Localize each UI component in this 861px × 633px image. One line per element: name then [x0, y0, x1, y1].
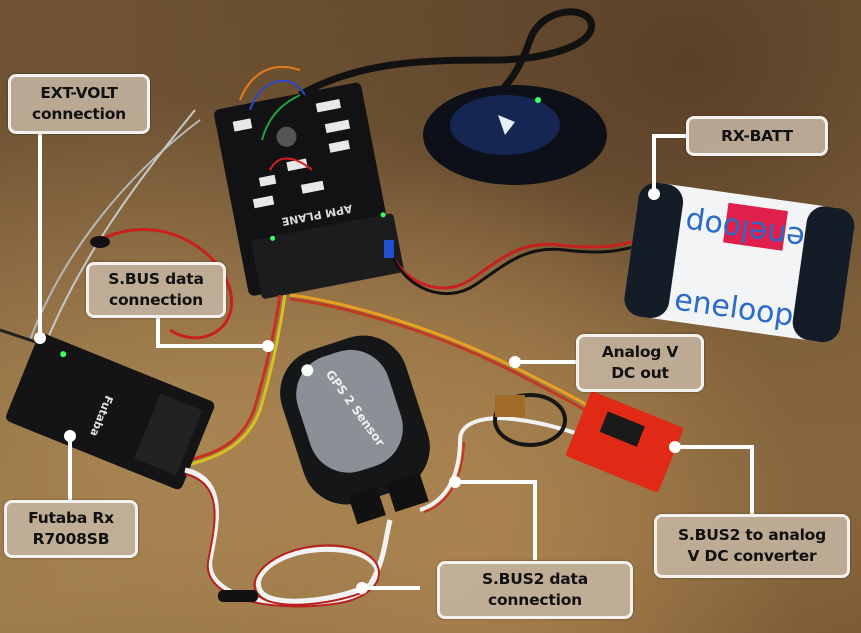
battery-connector	[384, 240, 394, 258]
callout-line: connection	[108, 291, 203, 309]
anchor-dot-sbus-data	[262, 340, 274, 352]
callout-line: EXT-VOLT	[40, 84, 118, 102]
gps2-sensor: GPS 2 Sensor	[280, 335, 430, 525]
anchor-dot-sbus2-loop	[356, 582, 368, 594]
anchor-dot-rx-batt	[648, 188, 660, 200]
callout-sbus2-converter: S.BUS2 to analog V DC converter	[654, 514, 850, 578]
converter-board	[566, 391, 684, 493]
ext-volt-plug	[90, 236, 110, 248]
sbus2-loop-cable	[184, 473, 380, 608]
anchor-dot-sbus2-data	[449, 476, 461, 488]
fc-wire	[261, 94, 301, 141]
anchor-dot-converter	[669, 441, 681, 453]
callout-line: Analog V	[601, 343, 679, 361]
fc-wire	[269, 157, 313, 171]
sbus-lead	[174, 294, 287, 470]
callout-line: RX-BATT	[721, 126, 793, 145]
callout-line: V DC converter	[687, 547, 817, 565]
antenna-wire	[44, 109, 196, 346]
fc-wire	[249, 79, 306, 111]
callout-line: connection	[31, 105, 126, 123]
anchor-dot-futaba-rx	[64, 430, 76, 442]
sbus2-loop-cable	[184, 467, 393, 607]
battery-lead	[390, 243, 643, 296]
battery-lead	[388, 238, 641, 290]
anchor-dot-analog-v	[509, 356, 521, 368]
leader-line-sbus2-data	[455, 480, 537, 560]
callout-line: DC out	[611, 364, 669, 382]
cable-coil	[493, 393, 567, 447]
callout-line: connection	[487, 591, 582, 609]
analog-lead	[289, 293, 611, 422]
anchor-dot-ext-volt	[34, 332, 46, 344]
callout-analog-v-dc-out: Analog V DC out	[576, 334, 704, 392]
callout-futaba-rx: Futaba Rx R7008SB	[4, 500, 138, 558]
callout-line: R7008SB	[32, 530, 110, 548]
converter-connector	[495, 395, 525, 417]
sbus-lead	[169, 294, 282, 466]
callout-line: S.BUS2 data	[481, 570, 589, 588]
analog-lead	[289, 297, 607, 426]
flight-controller: APM PLANE	[214, 82, 404, 299]
cable-tie	[218, 590, 258, 602]
callout-sbus-data: S.BUS data connection	[86, 262, 226, 318]
leader-line-sbus-data	[156, 316, 268, 348]
gps-arrow-icon	[498, 115, 515, 135]
futaba-receiver: Futaba	[6, 333, 215, 490]
callout-rx-batt: RX-BATT	[686, 116, 828, 156]
battery-pack: eneloop eneloop	[624, 182, 855, 343]
fc-wire	[239, 65, 301, 101]
leader-line-converter	[675, 445, 754, 515]
antenna-wire	[29, 119, 201, 341]
ext-volt-lead	[99, 228, 233, 340]
callout-sbus2-data: S.BUS2 data connection	[437, 561, 633, 619]
callout-ext-volt: EXT-VOLT connection	[8, 74, 150, 134]
leader-line-rx-batt	[652, 134, 686, 194]
callout-line: S.BUS2 to analog	[677, 526, 827, 544]
callout-line: Futaba Rx	[28, 509, 114, 527]
gps-cable	[298, 8, 595, 103]
callout-line: S.BUS data	[108, 270, 204, 288]
gps-led-icon	[535, 97, 541, 103]
